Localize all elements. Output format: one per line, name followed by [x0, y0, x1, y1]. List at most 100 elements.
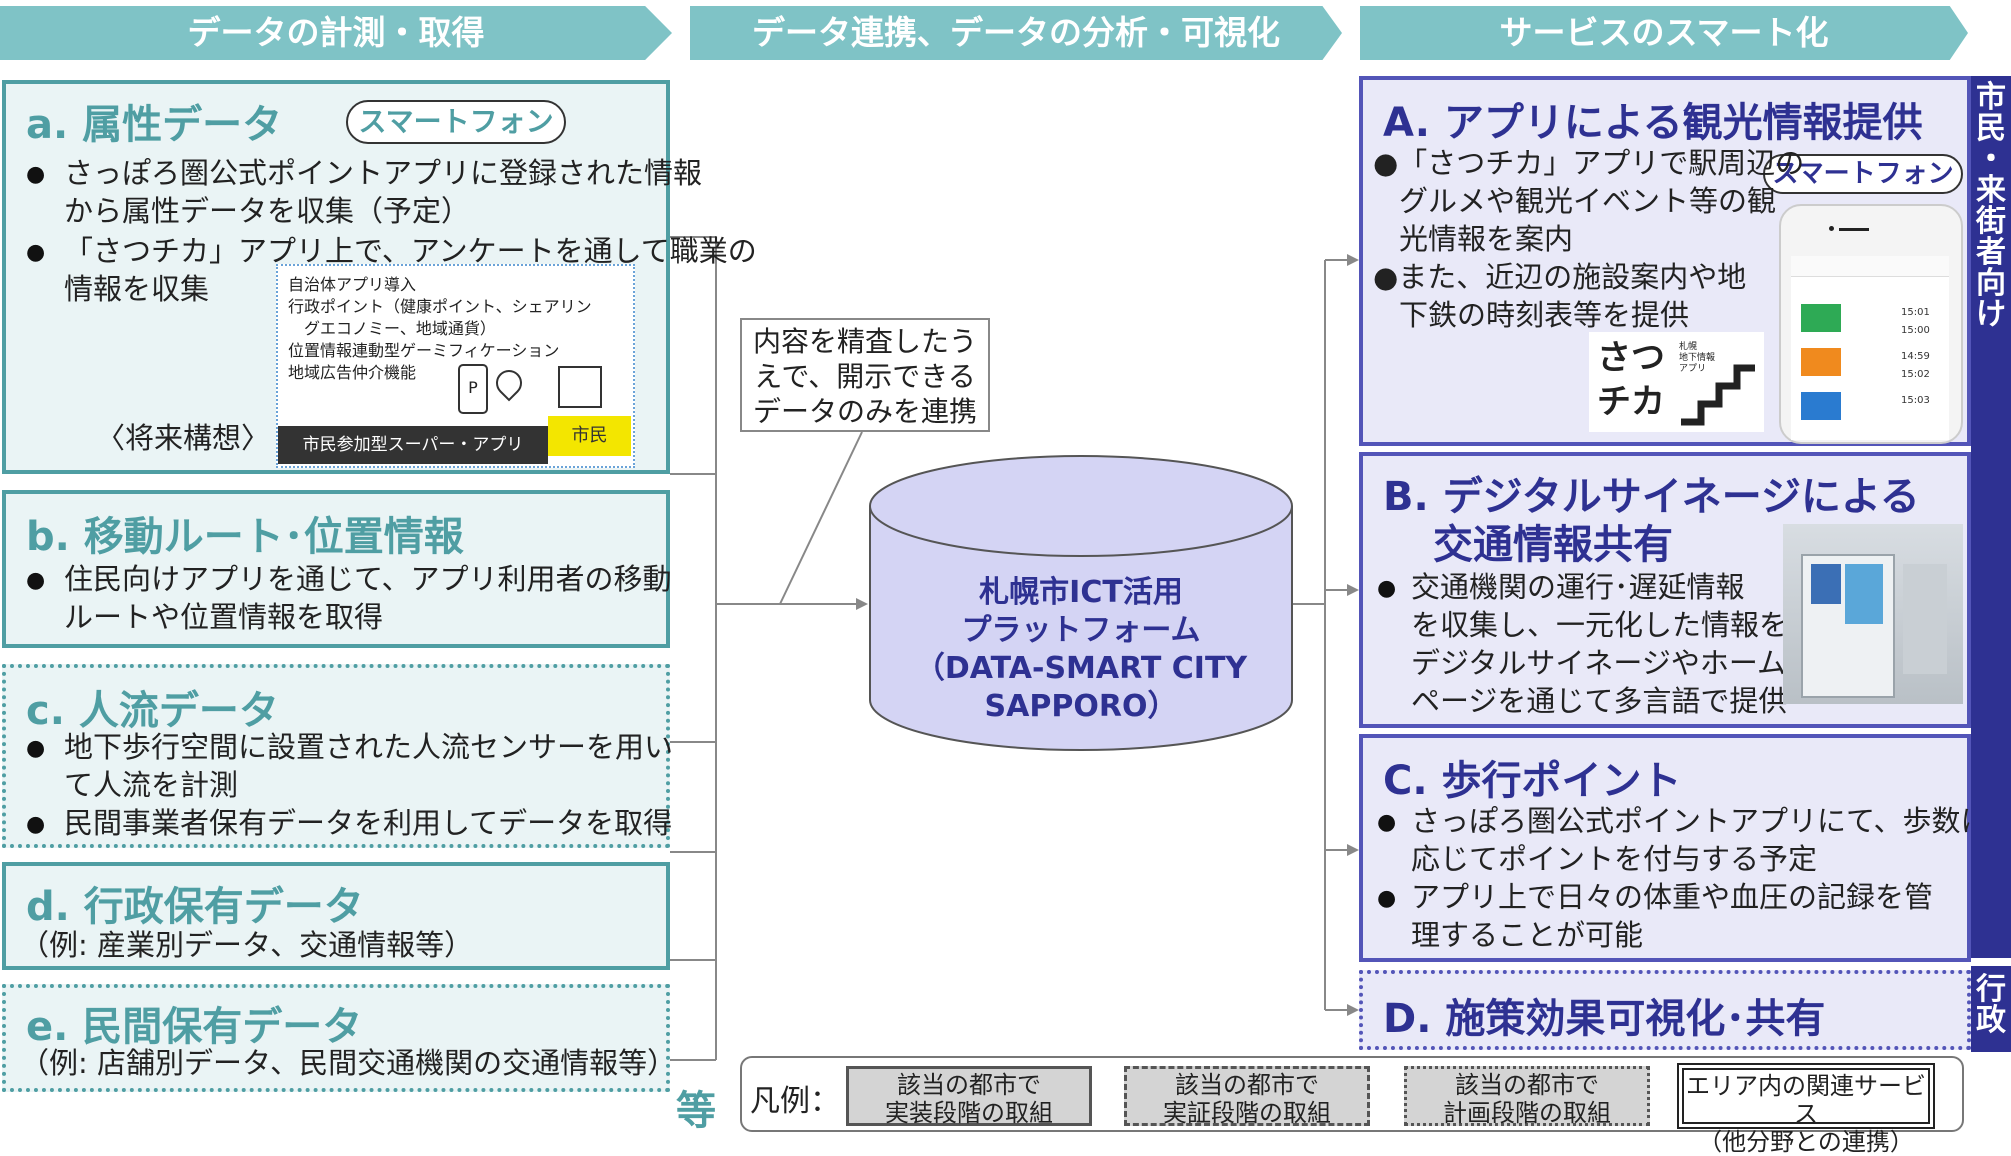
- future-item-3: グエコノミー、地域通貨）: [304, 319, 496, 338]
- legend-demonstration: 該当の都市で 実証段階の取組: [1124, 1066, 1370, 1127]
- bullet-icon: ●: [1377, 576, 1397, 601]
- private-data-title: e. 民間保有データ: [26, 1004, 363, 1050]
- box-admin-data: d. 行政保有データ （例: 産業別データ、交通情報等）: [2, 862, 670, 970]
- phone-time-1: 15:01: [1901, 307, 1930, 318]
- box-walking-points: C. 歩行ポイント ● さっぽろ圏公式ポイントアプリにて、歩数に 応じてポイント…: [1359, 734, 1990, 962]
- people-flow-title: c. 人流データ: [26, 688, 279, 734]
- smartphone-pill: スマートフォン: [346, 100, 566, 144]
- logo-small-2: 地下情報: [1679, 353, 1716, 363]
- legend-label: 凡例：: [750, 1084, 840, 1119]
- disclosure-note-line-2: えで、開示できる: [754, 360, 976, 393]
- tourism-app-title: A. アプリによる観光情報提供: [1383, 100, 1923, 146]
- banner-data-linkage: データ連携、データの分析・可視化: [690, 6, 1342, 60]
- route-location-title: b. 移動ルート･位置情報: [26, 514, 464, 560]
- sidebar-char: ・: [1976, 142, 2006, 177]
- legend-demonstration-line-2: 実証段階の取組: [1163, 1099, 1331, 1127]
- phone-screen: 15:01 15:00 14:59 15:02 15:03: [1791, 256, 1949, 440]
- sidebar-char: 向: [1976, 266, 2006, 301]
- future-item-2: 行政ポイント（健康ポイント、シェアリン: [288, 297, 592, 316]
- etc-label: 等: [676, 1088, 716, 1134]
- signage-line-1: 交通機関の運行･遅延情報: [1411, 570, 1745, 604]
- future-item-4: 位置情報連動型ゲーミフィケーション: [288, 341, 560, 360]
- box-policy-visualization: D. 施策効果可視化･共有: [1359, 970, 1971, 1050]
- platform-cylinder: [869, 455, 1293, 751]
- disclosure-note-line-3: データのみを連携: [752, 395, 977, 428]
- tourism-line-1: ●「さつチカ」アプリで駅周辺の: [1373, 146, 1805, 180]
- signage-line-2: を収集し、一元化した情報を: [1411, 608, 1789, 642]
- bullet-icon: ●: [26, 812, 46, 837]
- phone-time-5: 15:03: [1901, 395, 1930, 406]
- attribute-bullet-2-line-2: 情報を収集: [64, 272, 210, 306]
- walking-bullet-2-line-2: 理することが可能: [1411, 918, 1644, 952]
- box-tourism-app: A. アプリによる観光情報提供 スマートフォン ●「さつチカ」アプリで駅周辺の …: [1359, 76, 1971, 446]
- phone-time-2: 15:00: [1901, 325, 1930, 336]
- future-banner-label: 市民参加型スーパー・アプリ: [302, 435, 524, 455]
- admin-data-note: （例: 産業別データ、交通情報等）: [20, 928, 474, 962]
- sidebar-char: 来: [1976, 173, 2006, 208]
- box-attribute-data: a. 属性データ スマートフォン ● さっぽろ圏公式ポイントアプリに登録された情…: [2, 80, 757, 474]
- box-private-data: e. 民間保有データ （例: 店舗別データ、民間交通機関の交通情報等）: [2, 984, 676, 1092]
- signage-title-line-2: 交通情報共有: [1433, 522, 1673, 568]
- attribute-data-title: a. 属性データ: [26, 102, 283, 148]
- flow-bullet-1-line-2: て人流を計測: [64, 768, 239, 802]
- citizen-tag-label: 市民: [571, 425, 608, 446]
- tourism-line-5: 下鉄の時刻表等を提供: [1399, 298, 1690, 332]
- legend-related-line-1: エリア内の関連サービス: [1686, 1072, 1926, 1128]
- bullet-icon: ●: [1377, 810, 1397, 835]
- phone-time-4: 15:02: [1901, 369, 1930, 380]
- platform-label: 札幌市ICT活用 プラットフォーム （DATA-SMART CITY SAPPO…: [880, 574, 1282, 726]
- bullet-icon: ●: [26, 736, 46, 761]
- tourism-line-2: グルメや観光イベント等の観: [1399, 184, 1777, 218]
- legend-implementation-line-1: 該当の都市で: [897, 1071, 1041, 1099]
- attribute-bullet-2-line-1: 「さつチカ」アプリ上で、アンケートを通して職業の: [64, 234, 757, 268]
- banner-data-acquisition: データの計測・取得: [0, 6, 672, 60]
- flow-bullet-1-line-1: 地下歩行空間に設置された人流センサーを用い: [64, 730, 674, 764]
- platform-line-2: プラットフォーム: [961, 613, 1201, 648]
- platform-line-4: SAPPORO）: [984, 689, 1178, 724]
- logo-stairs-icon: [1681, 364, 1755, 426]
- legend-demonstration-line-1: 該当の都市で: [1175, 1071, 1319, 1099]
- sidebar-char: 者: [1976, 235, 2006, 270]
- box-people-flow: c. 人流データ ● 地下歩行空間に設置された人流センサーを用い て人流を計測 …: [2, 664, 674, 848]
- logo-line-2: チカ: [1597, 382, 1665, 422]
- banner-left-label: データの計測・取得: [187, 13, 485, 52]
- legend-planning-line-1: 該当の都市で: [1455, 1071, 1599, 1099]
- route-bullet-line-2: ルートや位置情報を取得: [64, 600, 384, 634]
- bullet-icon: ●: [26, 240, 46, 265]
- logo-small-3: アプリ: [1679, 364, 1707, 374]
- sidebar-char: 市: [1976, 80, 2006, 115]
- citizen-tag: 市民: [548, 416, 631, 456]
- legend-implementation: 該当の都市で 実装段階の取組: [846, 1066, 1092, 1127]
- attribute-bullet-1-line-2: から属性データを収集（予定）: [64, 194, 471, 228]
- smartphone-pill-right: スマートフォン: [1763, 154, 1963, 194]
- sidebar-char: 街: [1976, 204, 2006, 239]
- walking-bullet-2-line-1: アプリ上で日々の体重や血圧の記録を管: [1411, 880, 1934, 914]
- sidebar-char: 行: [1976, 972, 2006, 1007]
- sidebar-citizens: 市 民 ・ 来 街 者 向 け: [1971, 76, 2011, 958]
- signage-line-4: ページを通じて多言語で提供: [1411, 684, 1788, 718]
- walking-points-title: C. 歩行ポイント: [1383, 758, 1682, 804]
- bullet-icon: ●: [26, 568, 46, 593]
- sidebar-char: け: [1976, 297, 2006, 332]
- legend-implementation-line-2: 実装段階の取組: [885, 1099, 1053, 1127]
- tourism-line-3: 光情報を案内: [1399, 222, 1574, 256]
- box-route-location: b. 移動ルート･位置情報 ● 住民向けアプリを通じて、アプリ利用者の移動 ルー…: [2, 490, 672, 648]
- phone-time-3: 14:59: [1901, 351, 1930, 362]
- signage-line-3: デジタルサイネージやホーム: [1411, 646, 1786, 680]
- sidebar-admin: 行 政: [1971, 966, 2011, 1052]
- sidebar-char: 民: [1976, 111, 2006, 146]
- future-concept-image: 自治体アプリ導入 行政ポイント（健康ポイント、シェアリン グエコノミー、地域通貨…: [276, 264, 635, 468]
- banner-right-label: サービスのスマート化: [1499, 13, 1829, 52]
- legend-planning-line-2: 計画段階の取組: [1443, 1099, 1611, 1127]
- signage-photo: [1783, 524, 1963, 704]
- tourism-line-4: ●また、近辺の施設案内や地: [1373, 260, 1747, 294]
- phone-icon: P: [458, 364, 488, 414]
- bullet-icon: ●: [1377, 886, 1397, 911]
- private-data-note: （例: 店舗別データ、民間交通機関の交通情報等）: [20, 1046, 677, 1080]
- banner-smart-services: サービスのスマート化: [1360, 6, 1968, 60]
- signage-title-line-1: B. デジタルサイネージによる: [1383, 474, 1920, 520]
- banner-center-label: データ連携、データの分析・可視化: [752, 13, 1280, 52]
- disclosure-note-line-1: 内容を精査したう: [752, 325, 977, 358]
- logo-small-1: 札幌: [1679, 342, 1698, 352]
